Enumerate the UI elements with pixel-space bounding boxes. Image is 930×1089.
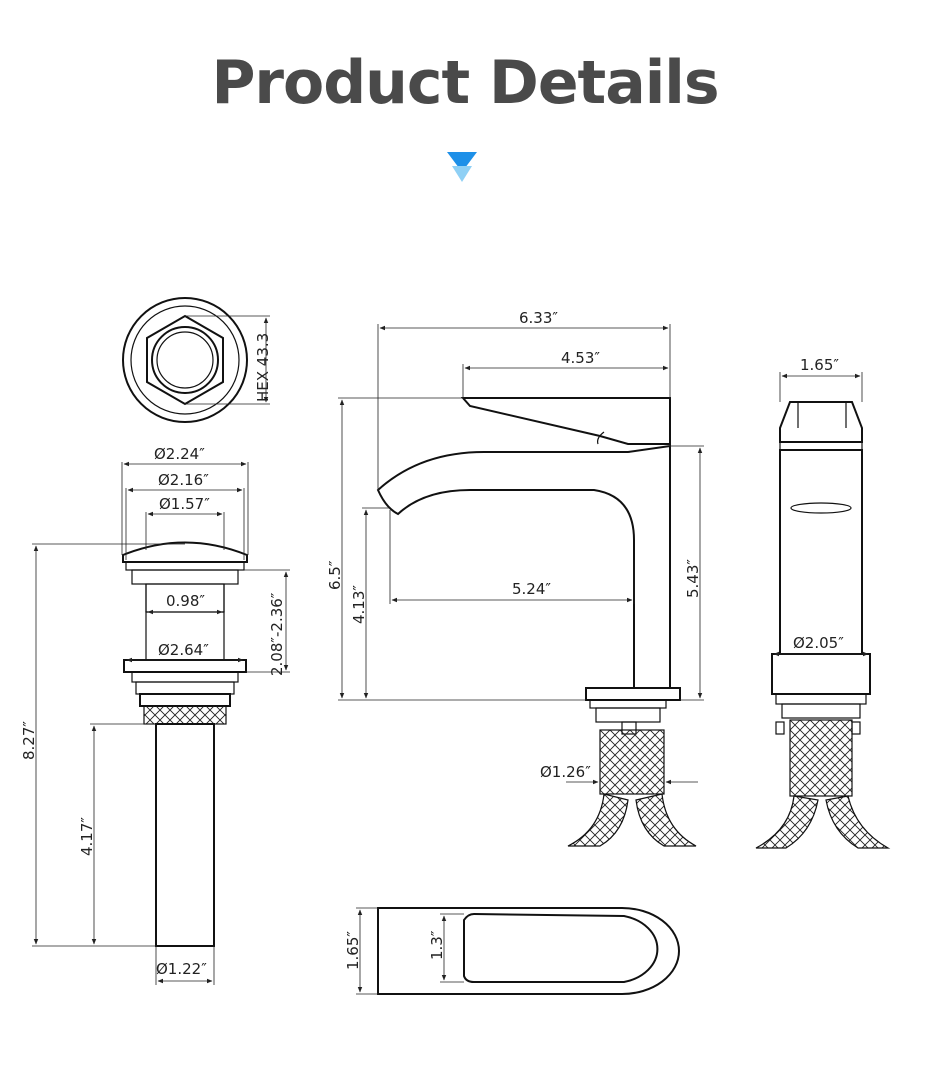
drain-top-view: HEX 43.3 [122,297,272,423]
drain-total-height: 8.27″ [20,721,38,760]
page-title: Product Details [211,48,719,118]
faucet-front-view: 1.65″ Ø2.05″ [755,356,891,849]
top-handle-height: 1.3″ [428,930,446,960]
faucet-reach: 5.24″ [512,580,551,598]
faucet-side-view: 6.33″ 4.53″ 6.5″ 4.13″ 5.24″ 5.43″ Ø1.26… [326,309,704,847]
faucet-total-height: 6.5″ [326,560,344,590]
drain-side-view: Ø2.24″ Ø2.16″ Ø1.57″ 0.98″ Ø2.64″ 2.08″-… [20,445,290,985]
down-arrow-icon [447,152,477,182]
faucet-handle-length: 4.53″ [561,349,600,367]
faucet-top-view: 1.65″ 1.3″ [344,907,680,995]
drain-dia-top-outer: Ø2.24″ [154,445,205,463]
drain-dia-top-mid: Ø2.16″ [158,471,209,489]
faucet-thread-dia: Ø1.26″ [540,763,591,781]
drain-height-range: 2.08″-2.36″ [268,592,286,676]
faucet-body-height: 5.43″ [684,559,702,598]
front-base-dia: Ø2.05″ [793,634,844,652]
drain-nut-dia: Ø2.64″ [158,641,209,659]
front-top-width: 1.65″ [800,356,839,374]
faucet-depth: 6.33″ [519,309,558,327]
top-outer-height: 1.65″ [344,931,362,970]
drain-dia-inner: Ø1.57″ [159,495,210,513]
faucet-spout-height: 4.13″ [350,585,368,624]
drain-pipe-dia: Ø1.22″ [156,960,207,978]
drain-stem-dia: 0.98″ [166,592,205,610]
hex-label: HEX 43.3 [254,333,272,402]
drain-pipe-length: 4.17″ [78,817,96,856]
